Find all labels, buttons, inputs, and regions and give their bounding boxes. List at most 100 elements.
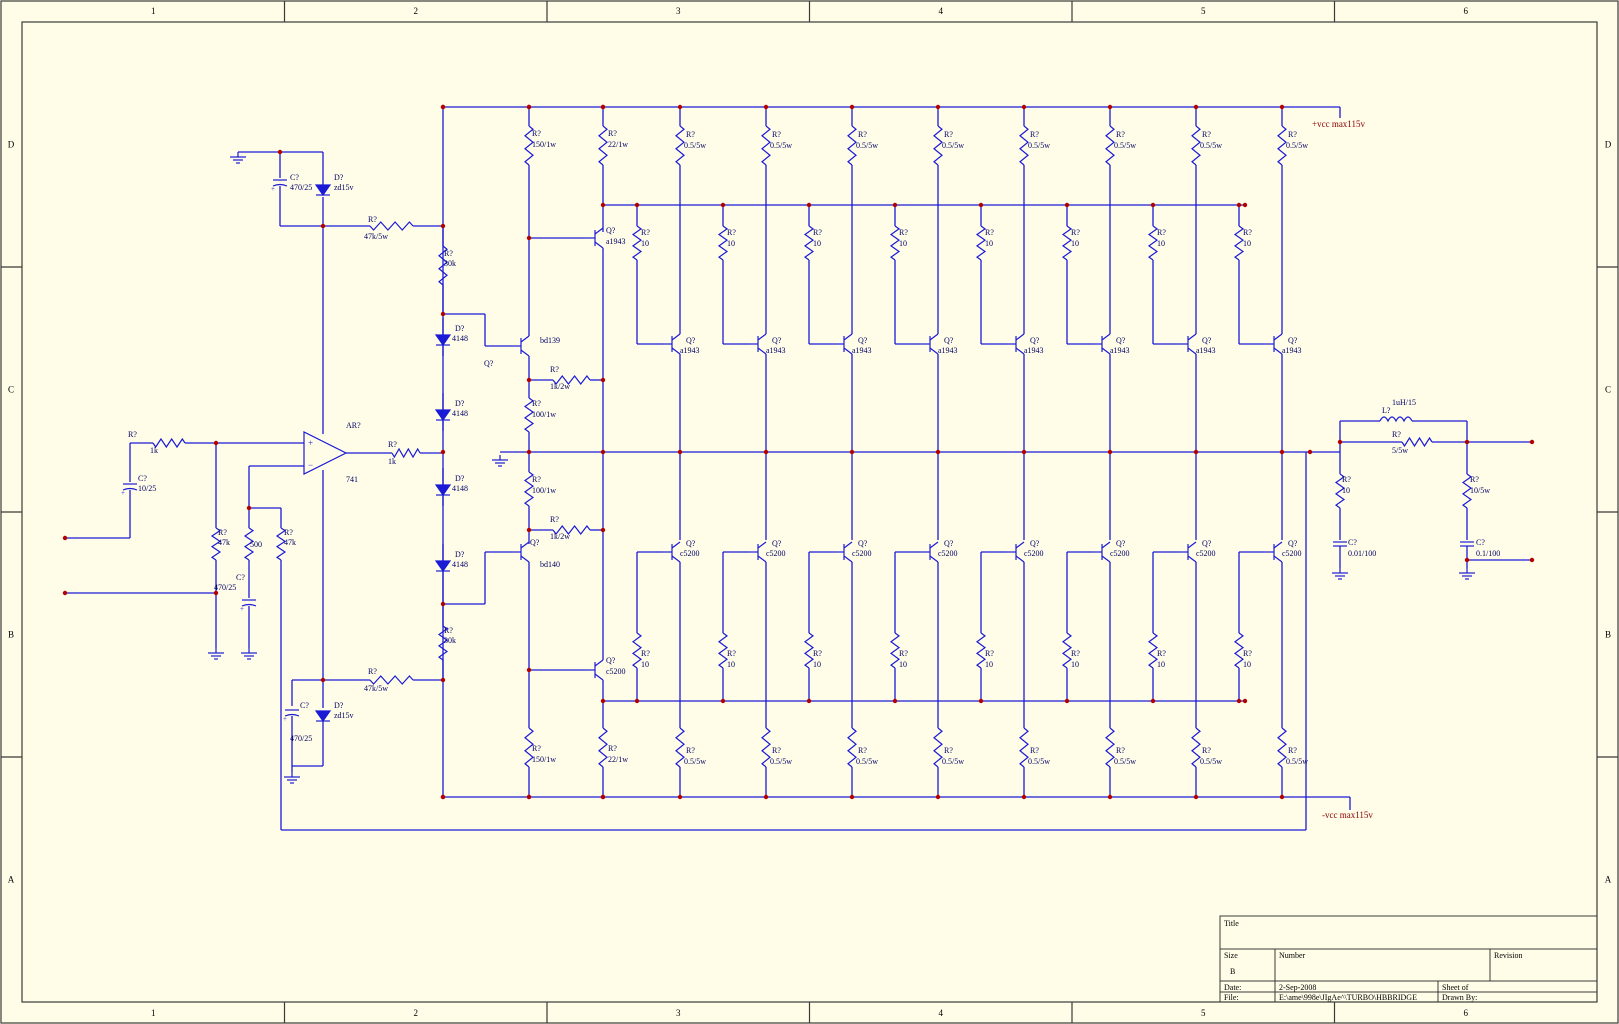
zener-top (314, 184, 332, 197)
inductor-val: 1uH/15 (1392, 398, 1416, 407)
resistor-47k-fb (275, 527, 287, 561)
component-label: R? (813, 649, 822, 658)
component-label: Q? (772, 539, 782, 548)
component-label: 10 (641, 239, 649, 248)
junction-dot (526, 667, 532, 673)
output-transistor-pnp (1187, 333, 1197, 341)
rout-ref: R? (388, 440, 397, 449)
junction-dot (1236, 698, 1242, 704)
output-transistor-npn (671, 555, 681, 563)
component-label: 10 (1157, 239, 1165, 248)
border-col-label: 5 (1201, 6, 1206, 16)
output-transistor-pnp (1101, 347, 1111, 355)
title-label: Title (1224, 919, 1239, 928)
driver-bd139 (520, 349, 530, 357)
border-col-label: 4 (939, 1008, 944, 1018)
base-resistor (631, 632, 643, 669)
component-label: 0.5/5w (1114, 757, 1136, 766)
resistor-22-bot (598, 727, 608, 768)
pre-top-part: a1943 (606, 237, 626, 246)
junction-dot (1464, 557, 1470, 563)
junction-dot (62, 535, 68, 541)
output-transistor-npn (757, 541, 767, 549)
emitter-resistor (675, 727, 685, 768)
component-label: R? (727, 228, 736, 237)
component-label: R? (686, 746, 695, 755)
component-label: R? (727, 649, 736, 658)
inductor (1379, 416, 1413, 423)
junction-dot (440, 223, 446, 229)
junction-dot (1150, 202, 1156, 208)
component-label: R? (1116, 746, 1125, 755)
bias-diode (434, 334, 452, 347)
opamp-minus: − (308, 460, 313, 470)
component-label: 10 (1157, 660, 1165, 669)
component-label: 0.5/5w (1200, 757, 1222, 766)
component-label: R? (1243, 228, 1252, 237)
output-transistor-npn (1015, 541, 1025, 549)
component-label: c5200 (766, 549, 786, 558)
component-label: R? (1202, 746, 1211, 755)
component-label: 10 (985, 239, 993, 248)
component-label: 0.5/5w (942, 757, 964, 766)
bias-diode (434, 484, 452, 497)
junction-dot (600, 698, 606, 704)
component-label: c5200 (852, 549, 872, 558)
base-resistor (803, 632, 815, 669)
component-label: R? (858, 746, 867, 755)
output-transistor-pnp (1015, 347, 1025, 355)
junction-dot (1337, 439, 1343, 445)
component-label: 4148 (452, 334, 468, 343)
border-col-label: 1 (151, 1008, 156, 1018)
component-label: Q? (1202, 336, 1212, 345)
component-label: 10 (727, 239, 735, 248)
junction-dot (720, 698, 726, 704)
driver-pnp-ref: Q? (530, 538, 540, 547)
border-row-label: D (8, 140, 15, 150)
pre-bot-part: c5200 (606, 667, 626, 676)
driver-r1-ref: R? (550, 365, 559, 374)
junction-dot (1150, 698, 1156, 704)
border-col-label: 1 (151, 6, 156, 16)
rpot-val: 500 (250, 540, 262, 549)
junction-dot (1279, 449, 1285, 455)
component-label: Q? (944, 539, 954, 548)
junction-dot (1529, 439, 1535, 445)
emitter-resistor (675, 125, 685, 166)
junction-dot (1307, 449, 1313, 455)
component-label: 0.5/5w (770, 141, 792, 150)
component-label: 10 (727, 660, 735, 669)
opamp-ref: AR? (346, 421, 361, 430)
junction-dot (1021, 449, 1027, 455)
component-label: R? (1288, 746, 1297, 755)
resistor-30k-top (438, 245, 448, 286)
junction-dot (526, 449, 532, 455)
title-block: Title Size B Number Revision Date: 2-Sep… (1219, 915, 1598, 1003)
bot-cap-ref: C? (300, 701, 309, 710)
output-transistor-npn (1015, 555, 1025, 563)
rfb-ref: R? (284, 528, 293, 537)
component-label: R? (858, 130, 867, 139)
border-row-label: A (1605, 875, 1612, 885)
output-transistor-pnp (757, 333, 767, 341)
junction-dot (213, 590, 219, 596)
junction-dot (440, 601, 446, 607)
output-transistor-npn (1101, 541, 1111, 549)
pre-driver-pnp (594, 227, 604, 235)
component-label: Q? (1288, 336, 1298, 345)
component-label: Q? (1288, 539, 1298, 548)
base-resistor (889, 225, 901, 261)
emitter-resistor (1019, 125, 1029, 166)
junction-dot (720, 202, 726, 208)
output-transistor-pnp (1273, 347, 1283, 355)
bias-rbot-val: 30k (444, 636, 456, 645)
driver-npn-part: bd139 (540, 336, 560, 345)
zobel1-c-val: 0.01/100 (1348, 549, 1376, 558)
component-label: R? (772, 746, 781, 755)
driver-r3-ref: R? (532, 475, 541, 484)
output-transistor-npn (1273, 555, 1283, 563)
base-resistor (889, 632, 901, 669)
driver-rbot-ref: R? (532, 744, 541, 753)
